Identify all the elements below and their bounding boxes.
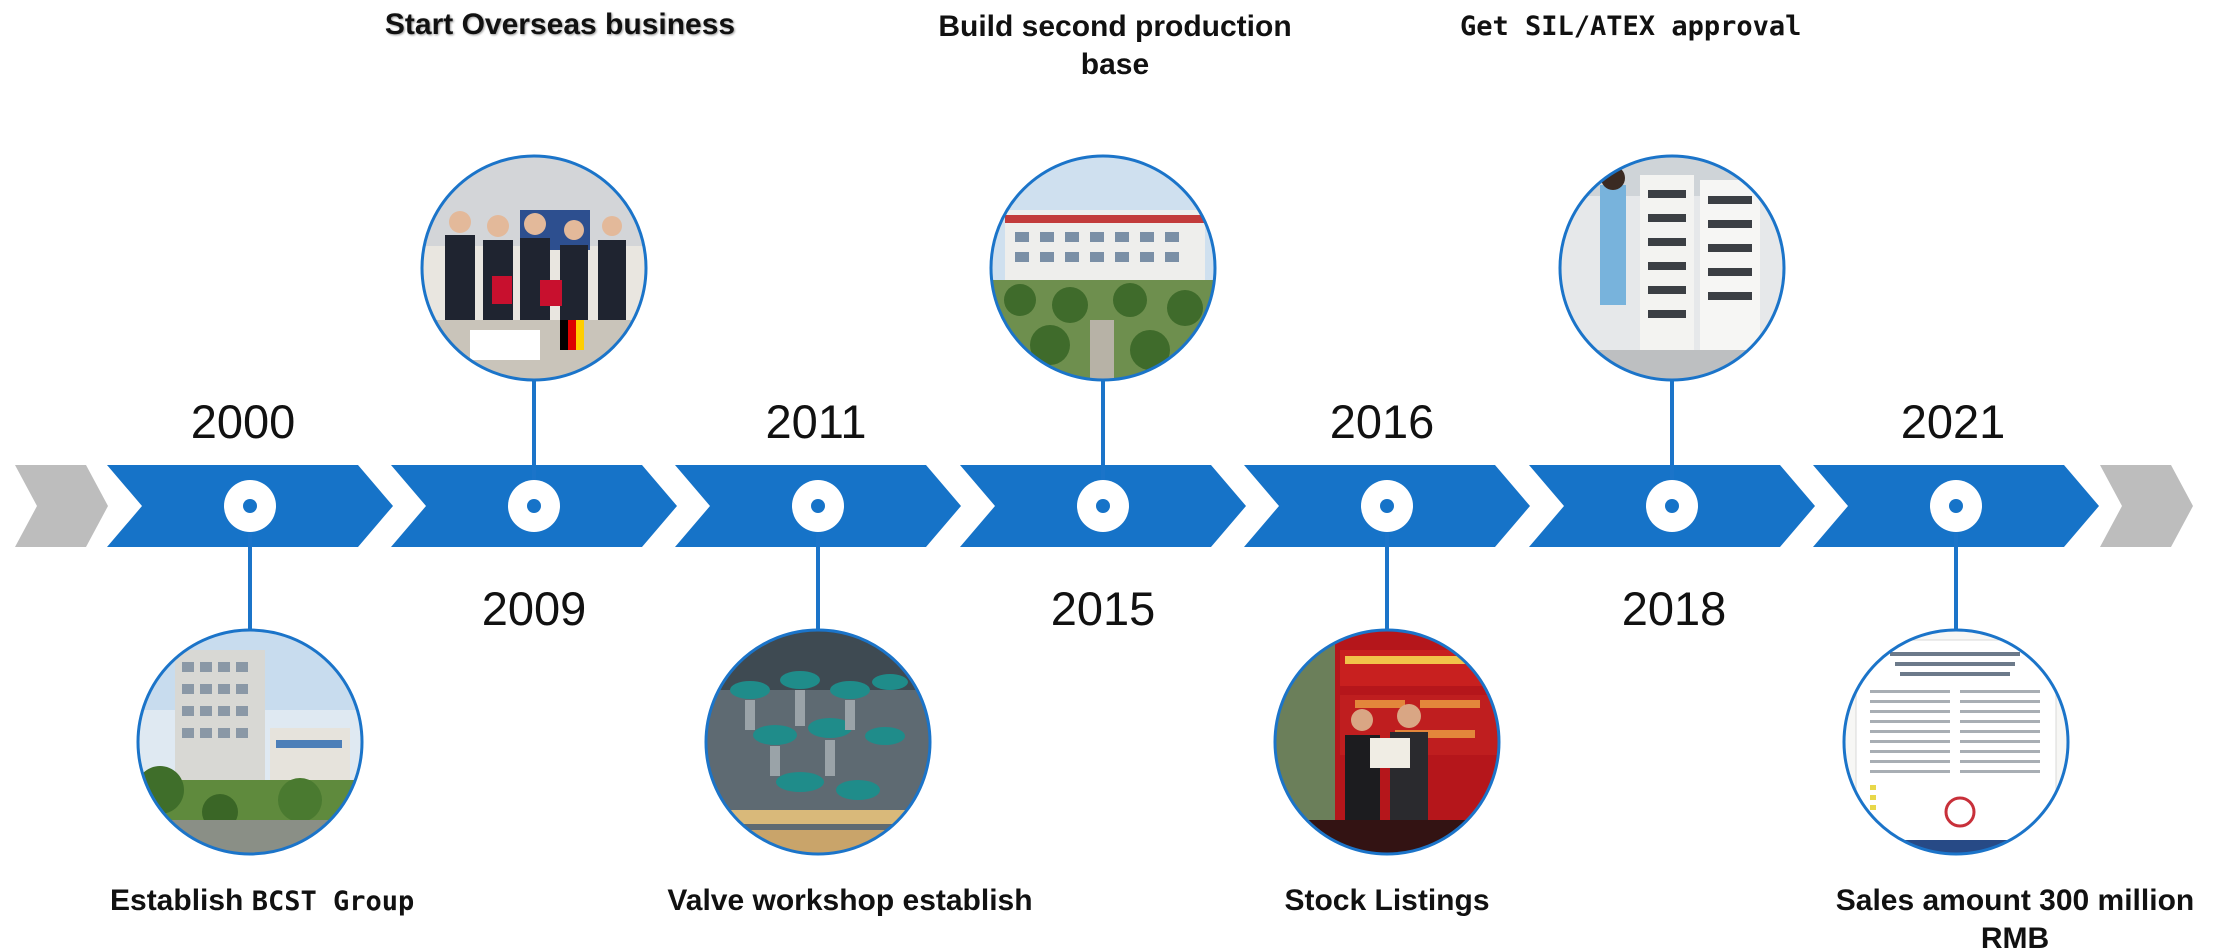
year-label-2016: 2016 (1329, 395, 1435, 448)
gray-start-chevron (15, 465, 108, 547)
caption-2018: Get SIL/ATEX approval (1460, 11, 1802, 42)
caption-2009: Start Overseas business (384, 8, 736, 41)
certification-lab-photo (1560, 156, 1784, 380)
year-label-2009: 2009 (481, 582, 587, 635)
year-label-2011: 2011 (765, 395, 867, 448)
caption-2000-main: Establish (110, 884, 244, 917)
caption-2000: Establish BCST Group (110, 882, 510, 920)
node-marker-2018 (1646, 480, 1698, 532)
node-marker-2011 (792, 480, 844, 532)
node-marker-2000 (224, 480, 276, 532)
caption-2015: Build second production base (938, 10, 1292, 81)
caption-2016: Stock Listings (1284, 884, 1490, 917)
production-base-photo (991, 156, 1215, 380)
year-label-2015: 2015 (1050, 582, 1156, 635)
caption-2021: Sales amount 300 million RMB (1835, 884, 2195, 948)
year-label-2000: 2000 (190, 395, 296, 448)
year-label-2018: 2018 (1621, 582, 1727, 635)
node-marker-2015 (1077, 480, 1129, 532)
node-marker-2016 (1361, 480, 1413, 532)
caption-2000-suffix: BCST Group (251, 886, 415, 917)
caption-2011: Valve workshop establish (667, 884, 1033, 917)
node-marker-2009 (508, 480, 560, 532)
certificate-document-photo (1844, 630, 2068, 854)
gray-end-chevron (2100, 465, 2193, 547)
year-label-2021: 2021 (1900, 395, 2006, 448)
node-marker-2021 (1930, 480, 1982, 532)
